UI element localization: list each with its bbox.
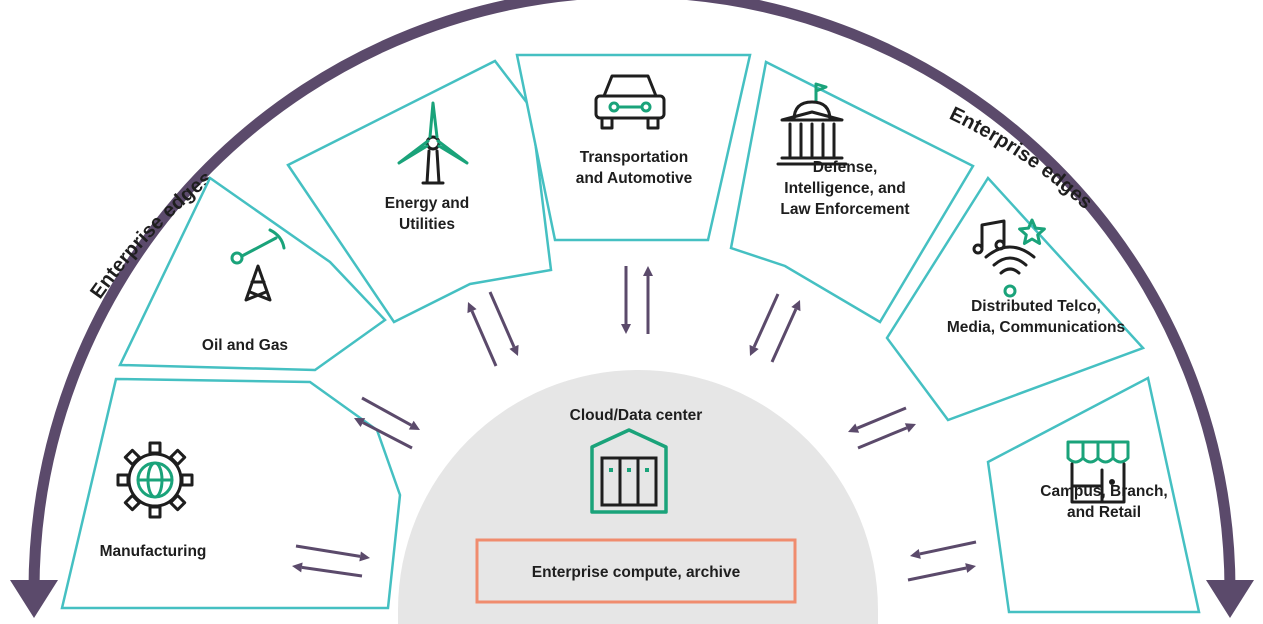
flow-arrowhead [904, 423, 916, 433]
flow-arrow-line [361, 396, 412, 427]
flow-arrow-pair [354, 396, 420, 450]
enterprise-compute-label: Enterprise compute, archive [532, 564, 741, 581]
flow-arrowhead [292, 562, 303, 573]
government-building-icon [776, 82, 848, 166]
flow-arrow-pair [749, 293, 801, 363]
flow-arrow-pair [467, 291, 519, 367]
flow-arrow-line [856, 406, 907, 430]
segment-panel [885, 175, 1146, 422]
segment-oil-derrick: Oil and Gas [118, 176, 387, 372]
flow-arrow-line [488, 291, 516, 348]
gear-globe-icon [116, 441, 194, 519]
segment-panel [286, 59, 553, 324]
flow-arrowhead [643, 266, 653, 276]
segment-panel [986, 376, 1201, 614]
flow-arrow-line [770, 308, 798, 363]
flow-arrowhead [848, 423, 860, 433]
segment-panel [515, 53, 752, 242]
enterprise-edges-arc [10, 0, 1254, 618]
flow-arrow-pair [292, 544, 370, 578]
data-center-icon [590, 428, 668, 514]
segment-gear-globe: Manufacturing [60, 377, 402, 610]
enterprise-compute-box [475, 538, 797, 604]
flow-arrowhead [621, 324, 631, 334]
wind-turbine-icon [397, 101, 469, 185]
car-icon [594, 74, 666, 130]
flow-arrow-line [857, 426, 908, 450]
flow-arrowhead [354, 418, 366, 428]
arc-arrowhead-left [10, 580, 58, 618]
flow-arrowhead [359, 551, 370, 562]
flow-arrow-line [907, 566, 967, 582]
flow-arrow-line [470, 310, 498, 367]
arc-arrowhead-right [1206, 580, 1254, 618]
segment-label: Distributed Telco,Media, Communications [947, 298, 1125, 336]
flow-arrows [292, 266, 977, 582]
flow-arrow-pair [848, 406, 916, 450]
flow-arrowhead [965, 563, 976, 573]
edge-label-right: Enterprise edges [946, 103, 1097, 214]
flow-arrow-line [919, 540, 977, 556]
segment-label: Manufacturing [100, 543, 207, 560]
flow-arrowhead [749, 344, 759, 356]
segment-music-wifi-star: Distributed Telco,Media, Communications [885, 175, 1146, 422]
flow-arrow-line [295, 544, 361, 558]
segment-panel [118, 176, 387, 372]
storefront-icon [1066, 440, 1130, 504]
flow-arrowhead [467, 302, 477, 314]
flow-arrow-line [752, 293, 780, 348]
flow-arrow-pair [621, 266, 653, 334]
flow-arrowhead [791, 300, 801, 312]
flow-arrowhead [408, 420, 420, 430]
core-title: Cloud/Data center [570, 407, 703, 424]
music-wifi-star-icon [972, 218, 1046, 298]
segment-storefront: Campus, Branch,and Retail [986, 376, 1201, 614]
cloud-data-center: Cloud/Data center Enterprise compute, ar… [398, 370, 878, 624]
flow-arrow-pair [907, 540, 977, 582]
flow-arrowhead [509, 344, 519, 356]
flow-arrowhead [910, 549, 921, 559]
flow-arrow-line [362, 421, 413, 450]
flow-arrow-line [301, 565, 363, 578]
segment-label: Oil and Gas [202, 337, 288, 354]
oil-derrick-icon [230, 228, 286, 302]
